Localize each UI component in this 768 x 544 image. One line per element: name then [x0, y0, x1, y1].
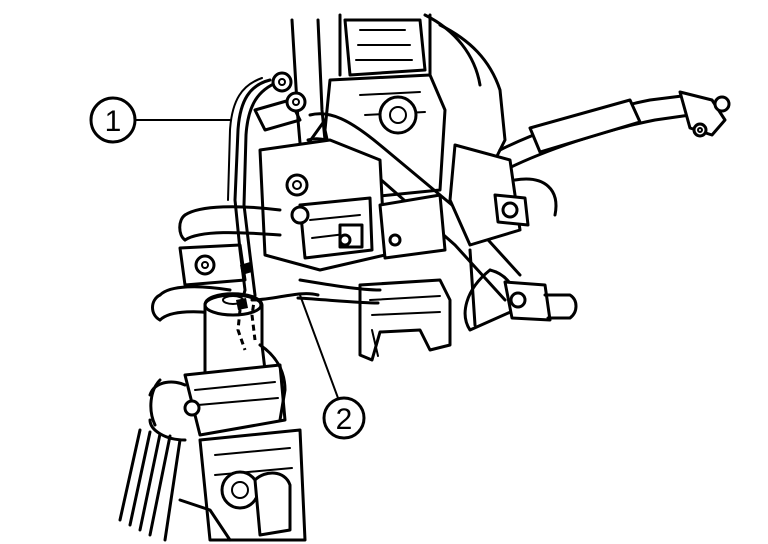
wiring-harness	[227, 71, 320, 422]
callout-2-leader	[299, 294, 339, 399]
callout-1: 1	[89, 96, 231, 144]
right-fittings	[448, 143, 578, 332]
lower-left-component	[148, 292, 287, 442]
center-block	[258, 138, 447, 272]
callout-2-circle	[322, 396, 366, 440]
callout-1-circle	[89, 96, 137, 144]
callout-2: 2	[299, 294, 366, 440]
bottom-belt	[118, 428, 307, 542]
callout-2-label: 2	[336, 403, 353, 436]
callout-1-label: 1	[105, 105, 122, 138]
right-hoses	[498, 90, 731, 172]
lower-bracket	[296, 278, 452, 362]
